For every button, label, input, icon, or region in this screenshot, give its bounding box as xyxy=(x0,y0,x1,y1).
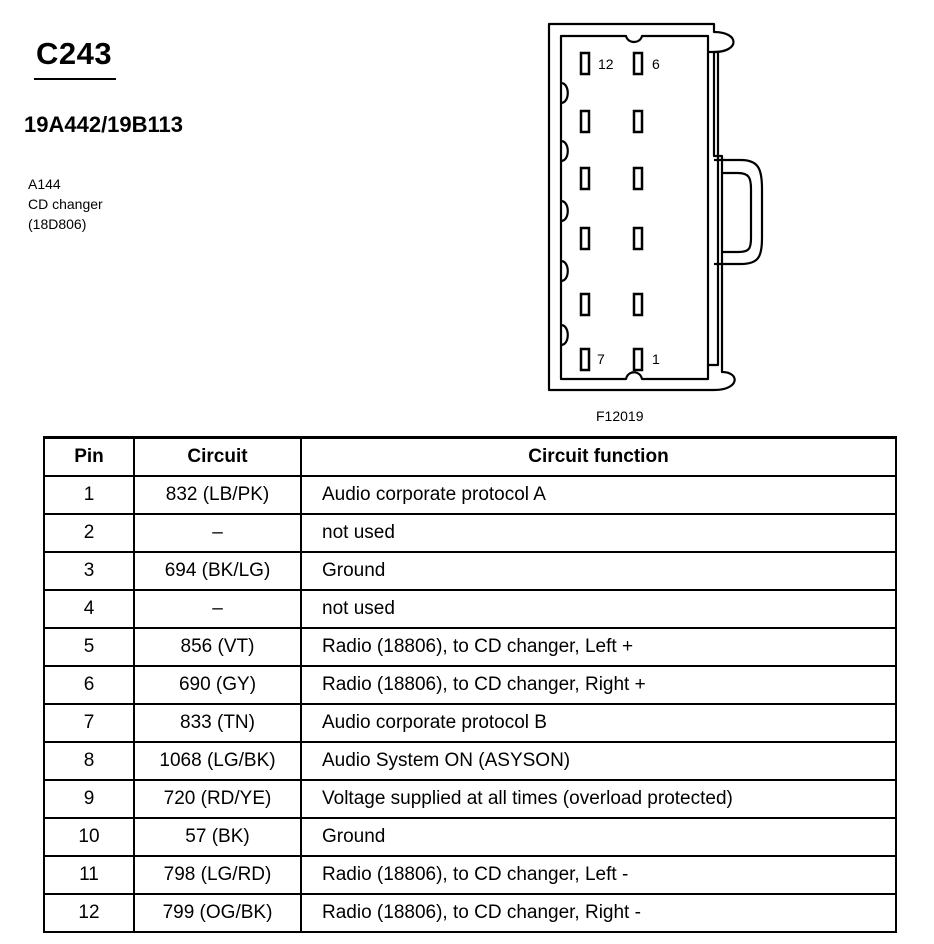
pin-cell: 8 xyxy=(43,741,135,781)
pin-cell: 10 xyxy=(43,817,135,857)
pin-cavity-8 xyxy=(579,292,591,317)
pin-cell: 5 xyxy=(43,627,135,667)
component-name: CD changer xyxy=(28,196,103,212)
pin-label-7: 7 xyxy=(597,351,605,367)
circuit-cell: 1068 (LG/BK) xyxy=(133,741,302,781)
connector-lock-tab-inner xyxy=(722,171,753,254)
pin-cavities xyxy=(579,51,644,372)
pin-cavity-7 xyxy=(579,347,591,372)
connector-rail xyxy=(708,50,720,367)
component-ref: (18D806) xyxy=(28,216,87,232)
pin-cell: 3 xyxy=(43,551,135,591)
pin-cell: 11 xyxy=(43,855,135,895)
circuit-cell: 57 (BK) xyxy=(133,817,302,857)
circuit-function-cell: Audio corporate protocol A xyxy=(300,475,897,515)
pin-cavity-2 xyxy=(632,292,644,317)
circuit-function-cell: Radio (18806), to CD changer, Left + xyxy=(300,627,897,667)
circuit-function-cell: Radio (18806), to CD changer, Right + xyxy=(300,665,897,705)
pin-cavity-4 xyxy=(632,166,644,191)
connector-housing xyxy=(547,22,736,392)
connector-face-diagram: 12 6 7 1 xyxy=(547,22,764,392)
circuit-cell: – xyxy=(133,589,302,629)
part-numbers: 19A442/19B113 xyxy=(24,112,184,137)
circuit-cell: 798 (LG/RD) xyxy=(133,855,302,895)
pin-cell: 6 xyxy=(43,665,135,705)
connector-id: C243 xyxy=(36,36,113,71)
table-header-row: Pin Circuit Circuit function xyxy=(43,436,897,477)
connector-lock-tab xyxy=(714,158,764,266)
circuit-function-cell: not used xyxy=(300,589,897,629)
circuit-function-cell: Ground xyxy=(300,817,897,857)
pin-cell: 12 xyxy=(43,893,135,933)
circuit-function-cell: Ground xyxy=(300,551,897,591)
pin-label-6: 6 xyxy=(652,56,660,72)
pin-cavity-5 xyxy=(632,109,644,134)
pin-cell: 2 xyxy=(43,513,135,553)
pin-cavity-6 xyxy=(632,51,644,76)
circuit-cell: 833 (TN) xyxy=(133,703,302,743)
pin-cell: 4 xyxy=(43,589,135,629)
table-row: 2–not used xyxy=(43,513,897,553)
connector-id-underline xyxy=(34,78,116,80)
pin-cavity-3 xyxy=(632,226,644,251)
circuit-function-cell: Radio (18806), to CD changer, Left - xyxy=(300,855,897,895)
pin-cavity-12 xyxy=(579,51,591,76)
circuit-cell: 720 (RD/YE) xyxy=(133,779,302,819)
figure-id: F12019 xyxy=(596,408,644,424)
circuit-cell: 694 (BK/LG) xyxy=(133,551,302,591)
circuit-function-cell: Audio System ON (ASYSON) xyxy=(300,741,897,781)
circuit-function-cell: not used xyxy=(300,513,897,553)
header-circuit: Circuit xyxy=(133,436,302,477)
circuit-cell: 799 (OG/BK) xyxy=(133,893,302,933)
pin-cell: 7 xyxy=(43,703,135,743)
pin-label-1: 1 xyxy=(652,351,660,367)
circuit-cell: – xyxy=(133,513,302,553)
pin-label-12: 12 xyxy=(598,56,614,72)
connector-cavity xyxy=(559,34,710,381)
pin-cavity-10 xyxy=(579,166,591,191)
circuit-cell: 690 (GY) xyxy=(133,665,302,705)
circuit-function-cell: Radio (18806), to CD changer, Right - xyxy=(300,893,897,933)
header-circuit-function: Circuit function xyxy=(300,436,897,477)
circuit-cell: 832 (LB/PK) xyxy=(133,475,302,515)
pin-cavity-9 xyxy=(579,226,591,251)
pin-cell: 9 xyxy=(43,779,135,819)
pin-cavity-11 xyxy=(579,109,591,134)
component-code: A144 xyxy=(28,176,61,192)
circuit-cell: 856 (VT) xyxy=(133,627,302,667)
pin-cell: 1 xyxy=(43,475,135,515)
circuit-function-cell: Audio corporate protocol B xyxy=(300,703,897,743)
pin-cavity-1 xyxy=(632,347,644,372)
table-row: 4–not used xyxy=(43,589,897,629)
circuit-function-cell: Voltage supplied at all times (overload … xyxy=(300,779,897,819)
component-info: A144 CD changer (18D806) xyxy=(28,174,103,234)
header-pin: Pin xyxy=(43,436,135,477)
